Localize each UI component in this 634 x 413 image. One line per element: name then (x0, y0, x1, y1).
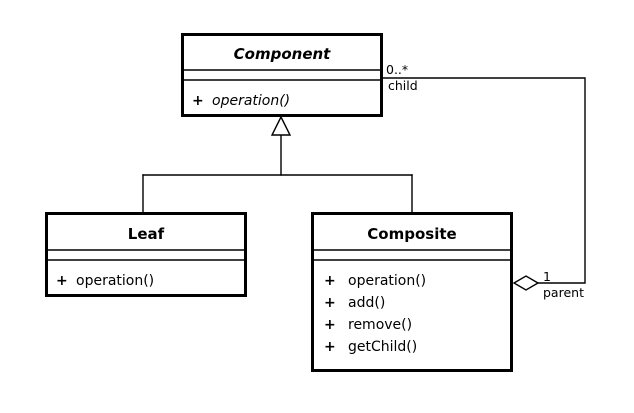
class-box-composite[interactable]: Composite + operation() + add() + remove… (311, 212, 513, 372)
parent-multiplicity-label: 1 (543, 269, 551, 284)
composite-title: Composite (367, 225, 456, 243)
composite-operation-3-signature: remove() (348, 317, 412, 333)
child-multiplicity-label: 0..* (386, 62, 408, 77)
composite-operation-1-signature: operation() (348, 273, 426, 289)
aggregation-diamond-icon (512, 275, 540, 291)
composite-operation-1-visibility: + (324, 273, 336, 289)
leaf-box-frame (45, 212, 247, 297)
composite-operation-2-visibility: + (324, 295, 336, 311)
component-box-frame (181, 33, 383, 117)
generalization-triangle-icon (270, 115, 292, 136)
leaf-title: Leaf (128, 225, 165, 243)
generalization-tree[interactable] (142, 115, 413, 213)
composite-operation-4-signature: getChild() (348, 339, 417, 355)
composite-operation-3-visibility: + (324, 317, 336, 333)
aggregation-line (382, 77, 586, 284)
aggregation-composite-component[interactable] (382, 77, 586, 291)
leaf-operation-signature: operation() (76, 273, 154, 289)
component-operation-signature: operation() (212, 93, 290, 109)
composite-box-frame (311, 212, 513, 372)
parent-role-label: parent (543, 285, 584, 300)
class-box-leaf[interactable]: Leaf + operation() (45, 212, 247, 297)
composite-operation-2-signature: add() (348, 295, 385, 311)
composite-operation-4-visibility: + (324, 339, 336, 355)
component-operation-visibility: + (192, 93, 204, 109)
class-box-component[interactable]: Component + operation() (181, 33, 383, 117)
component-title: Component (234, 45, 332, 63)
child-role-label: child (388, 78, 418, 93)
association-end-labels-parent: 1 parent (543, 269, 584, 300)
leaf-operation-visibility: + (56, 273, 68, 289)
association-end-labels-child: 0..* child (386, 62, 418, 93)
